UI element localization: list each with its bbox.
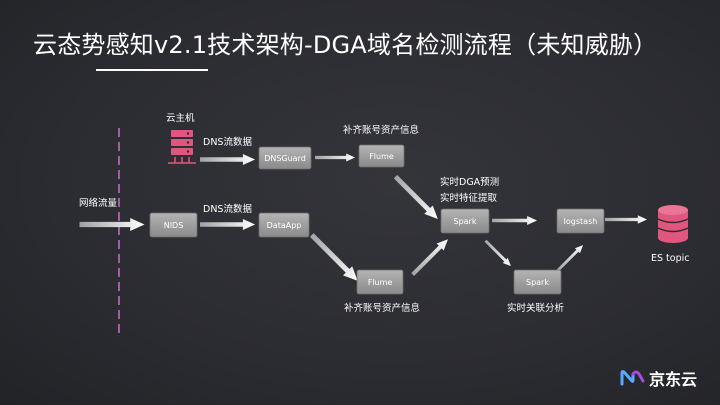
node-flume-top: Flume [358,144,405,168]
arrow-logstash-to-es [605,215,647,224]
node-dnsguard-label: DNSGuard [264,154,306,163]
label-dns-data-mid: DNS流数据 [203,203,252,215]
node-logstash: logstash [556,208,605,234]
label-cloud-host: 云主机 [166,112,195,124]
node-flume-top-label: Flume [369,152,394,161]
arrow-dataapp-to-flume [307,230,363,286]
arrow-nids-to-dataapp [200,219,255,230]
arrow-server-to-dnsguard [200,154,255,165]
node-spark-bottom-label: Spark [526,278,549,287]
database-icon [657,205,689,243]
arrow-flume-to-spark-up [409,235,452,279]
label-dns-data-top: DNS流数据 [203,136,252,148]
arrow-traffic-to-nids [79,218,145,231]
title-underline [96,69,208,71]
node-spark-main-label: Spark [454,217,477,226]
label-realtime-dga: 实时DGA预测 [440,176,499,188]
node-logstash-label: logstash [564,217,598,226]
arrow-dnsguard-to-flume [315,153,355,162]
label-realtime-feature: 实时特征提取 [440,192,498,204]
jdcloud-logo-text: 京东云 [649,370,698,389]
label-network-traffic: 网络流量 [79,197,118,209]
node-dnsguard: DNSGuard [258,146,312,170]
arrow-flume-to-spark [391,172,443,224]
node-dataapp-label: DataApp [267,221,302,230]
jdcloud-logo-icon [620,370,645,386]
label-supplement-bottom: 补齐账号资产信息 [344,302,420,314]
node-flume-bottom-label: Flume [368,278,393,287]
label-supplement-top: 补齐账号资产信息 [343,124,419,136]
arrow-spark-to-spark-bottom [482,238,514,269]
slide-title: 云态势感知v2.1技术架构-DGA域名检测流程（未知威胁） [33,31,658,59]
node-dataapp: DataApp [258,212,310,238]
label-realtime-correlation: 实时关联分析 [507,302,565,314]
node-spark-bottom: Spark [513,269,562,295]
arrow-spark-to-logstash [492,216,537,225]
server-icon [168,130,196,164]
node-nids: NIDS [149,212,198,238]
jdcloud-logo: 京东云 [620,366,697,390]
node-spark-main: Spark [440,208,490,234]
node-nids-label: NIDS [164,221,184,230]
node-flume-bottom: Flume [356,269,404,295]
arrow-spark-bottom-to-logstash [555,242,586,274]
label-es-topic: ES topic [651,253,689,264]
